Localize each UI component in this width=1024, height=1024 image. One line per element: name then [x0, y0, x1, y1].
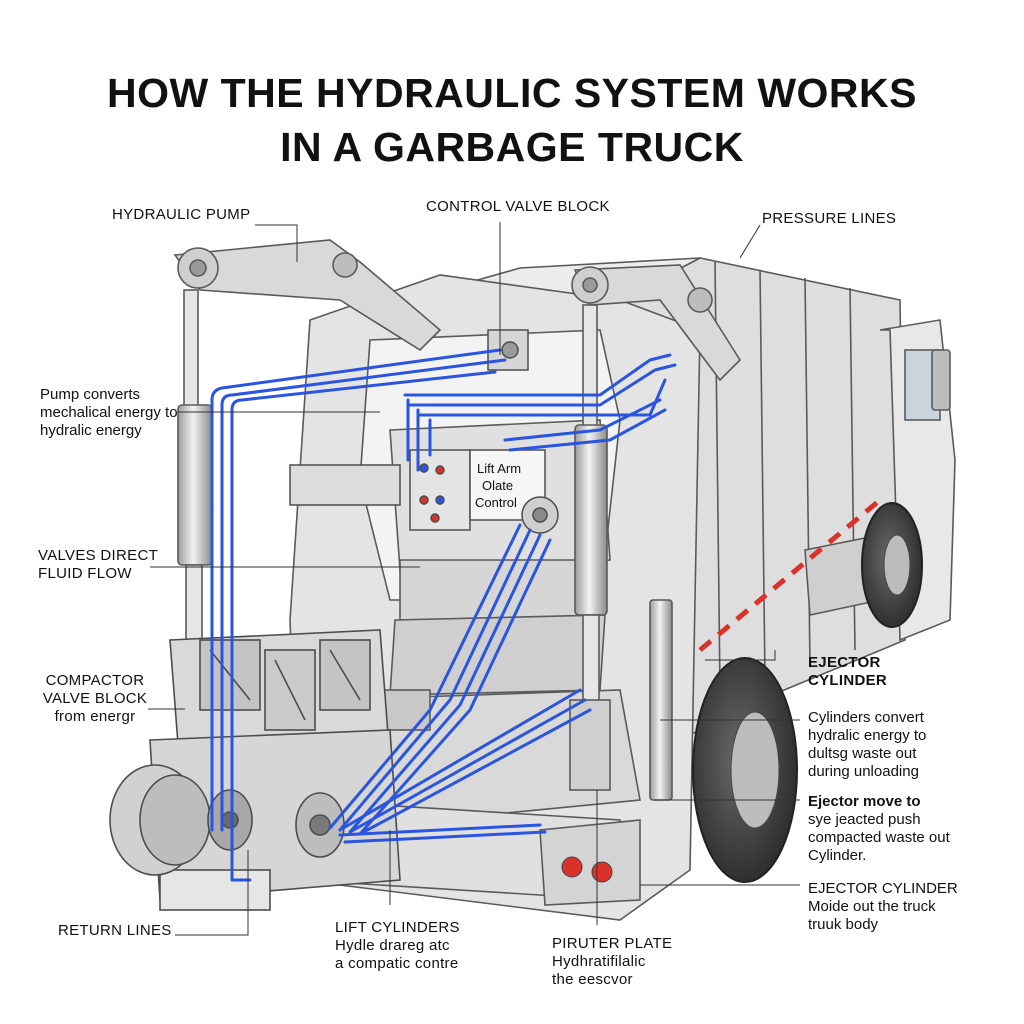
ejector-cylinder-2-line-2: Moide out the truck	[808, 898, 936, 915]
lift-arm-right	[571, 264, 742, 382]
cylinders-convert-line-3: dultsg waste out	[808, 745, 917, 762]
valve-panel-line-3: Control	[475, 495, 517, 510]
label-lift-cylinders: LIFT CYLINDERS Hydle drareg atc a compat…	[335, 919, 460, 973]
lift-cylinders-line-2: Hydle drareg atc	[335, 937, 450, 954]
lift-cylinders-line-3: a compatic contre	[335, 955, 459, 972]
hydraulic-lines	[210, 348, 677, 882]
leader-lines	[148, 222, 800, 936]
pirter-plate-line-3: the eescvor	[552, 971, 633, 988]
compactor-line-1: COMPACTOR	[45, 672, 145, 689]
label-return-lines: RETURN LINES	[58, 922, 172, 939]
reflector-stripe	[698, 498, 882, 652]
label-pressure-lines: PRESSURE LINES	[762, 210, 897, 227]
lift-cylinders-line-1: LIFT CYLINDERS	[335, 919, 460, 936]
ejector-move-line-3: compacted waste out	[808, 829, 950, 846]
valve-panel-line-2: Olate	[482, 478, 513, 493]
cylinders-convert-line-1: Cylinders convert	[808, 709, 924, 726]
lift-arm-left	[173, 239, 442, 352]
label-ejector-cylinder-2: EJECTOR CYLINDER Moide out the truck tru…	[808, 880, 958, 934]
label-cylinders-convert: Cylinders convert hydralic energy to dul…	[808, 709, 926, 781]
ejector-cylinder-1-line-2: CYLINDER	[808, 672, 888, 689]
pump-desc-line-3: hydralic energy	[40, 422, 142, 439]
label-hydraulic-pump: HYDRAULIC PUMP	[112, 206, 251, 223]
tail-light-right	[591, 861, 613, 883]
pump-desc-line-1: Pump converts	[40, 386, 141, 403]
title-line-1: HOW THE HYDRAULIC SYSTEM WORKS	[107, 70, 917, 116]
label-pump-desc: Pump converts mechalical energy to hydra…	[40, 386, 178, 440]
label-control-valve-block: CONTROL VALVE BLOCK	[426, 198, 610, 215]
pirter-plate-line-1: PIRUTER PLATE	[552, 935, 673, 952]
ejector-move-line-2: sye jeacted push	[808, 811, 921, 828]
ejector-cylinder-2-line-3: truuk body	[808, 916, 879, 933]
cylinders-convert-line-2: hydralic energy to	[808, 727, 927, 744]
pump-desc-line-2: mechalical energy to	[40, 404, 178, 421]
cylinders-convert-line-4: during unloading	[808, 763, 919, 780]
valves-direct-line-1: VALVES DIRECT	[38, 547, 159, 564]
ejector-move-line-1: Ejector move to	[808, 793, 921, 810]
diagram-title: HOW THE HYDRAULIC SYSTEM WORKS IN A GARB…	[0, 66, 1024, 174]
valves-direct-line-2: FLUID FLOW	[38, 565, 132, 582]
ejector-move-line-4: Cylinder.	[808, 847, 867, 864]
ejector-cylinder-2-line-1: EJECTOR CYLINDER	[808, 880, 958, 897]
left-lift-cylinder	[177, 289, 213, 646]
label-ejector-cylinder-1: EJECTOR CYLINDER	[808, 654, 887, 690]
label-valves-direct: VALVES DIRECT FLUID FLOW	[38, 547, 158, 583]
title-line-2: IN A GARBAGE TRUCK	[280, 124, 744, 170]
control-valve-block	[289, 329, 559, 534]
compactor-line-2: VALVE BLOCK	[42, 690, 148, 707]
right-lift-cylinder	[569, 304, 611, 791]
valve-panel-line-1: Lift Arm	[477, 461, 521, 476]
front-wheel	[861, 502, 923, 628]
tail-light-left	[561, 856, 583, 878]
compactor-line-3: from energr	[54, 708, 136, 725]
label-compactor: COMPACTOR VALVE BLOCK from energr	[30, 672, 160, 726]
ejector-cylinder	[649, 599, 673, 801]
label-ejector-move: Ejector move to sye jeacted push compact…	[808, 793, 950, 865]
rear-wheel	[692, 657, 798, 883]
label-pirter-plate: PIRUTER PLATE Hydhratifilalic the eescvo…	[552, 935, 672, 989]
pump-assembly	[109, 629, 401, 911]
ejector-cylinder-1-line-1: EJECTOR	[808, 654, 881, 671]
pirter-plate-line-2: Hydhratifilalic	[552, 953, 646, 970]
